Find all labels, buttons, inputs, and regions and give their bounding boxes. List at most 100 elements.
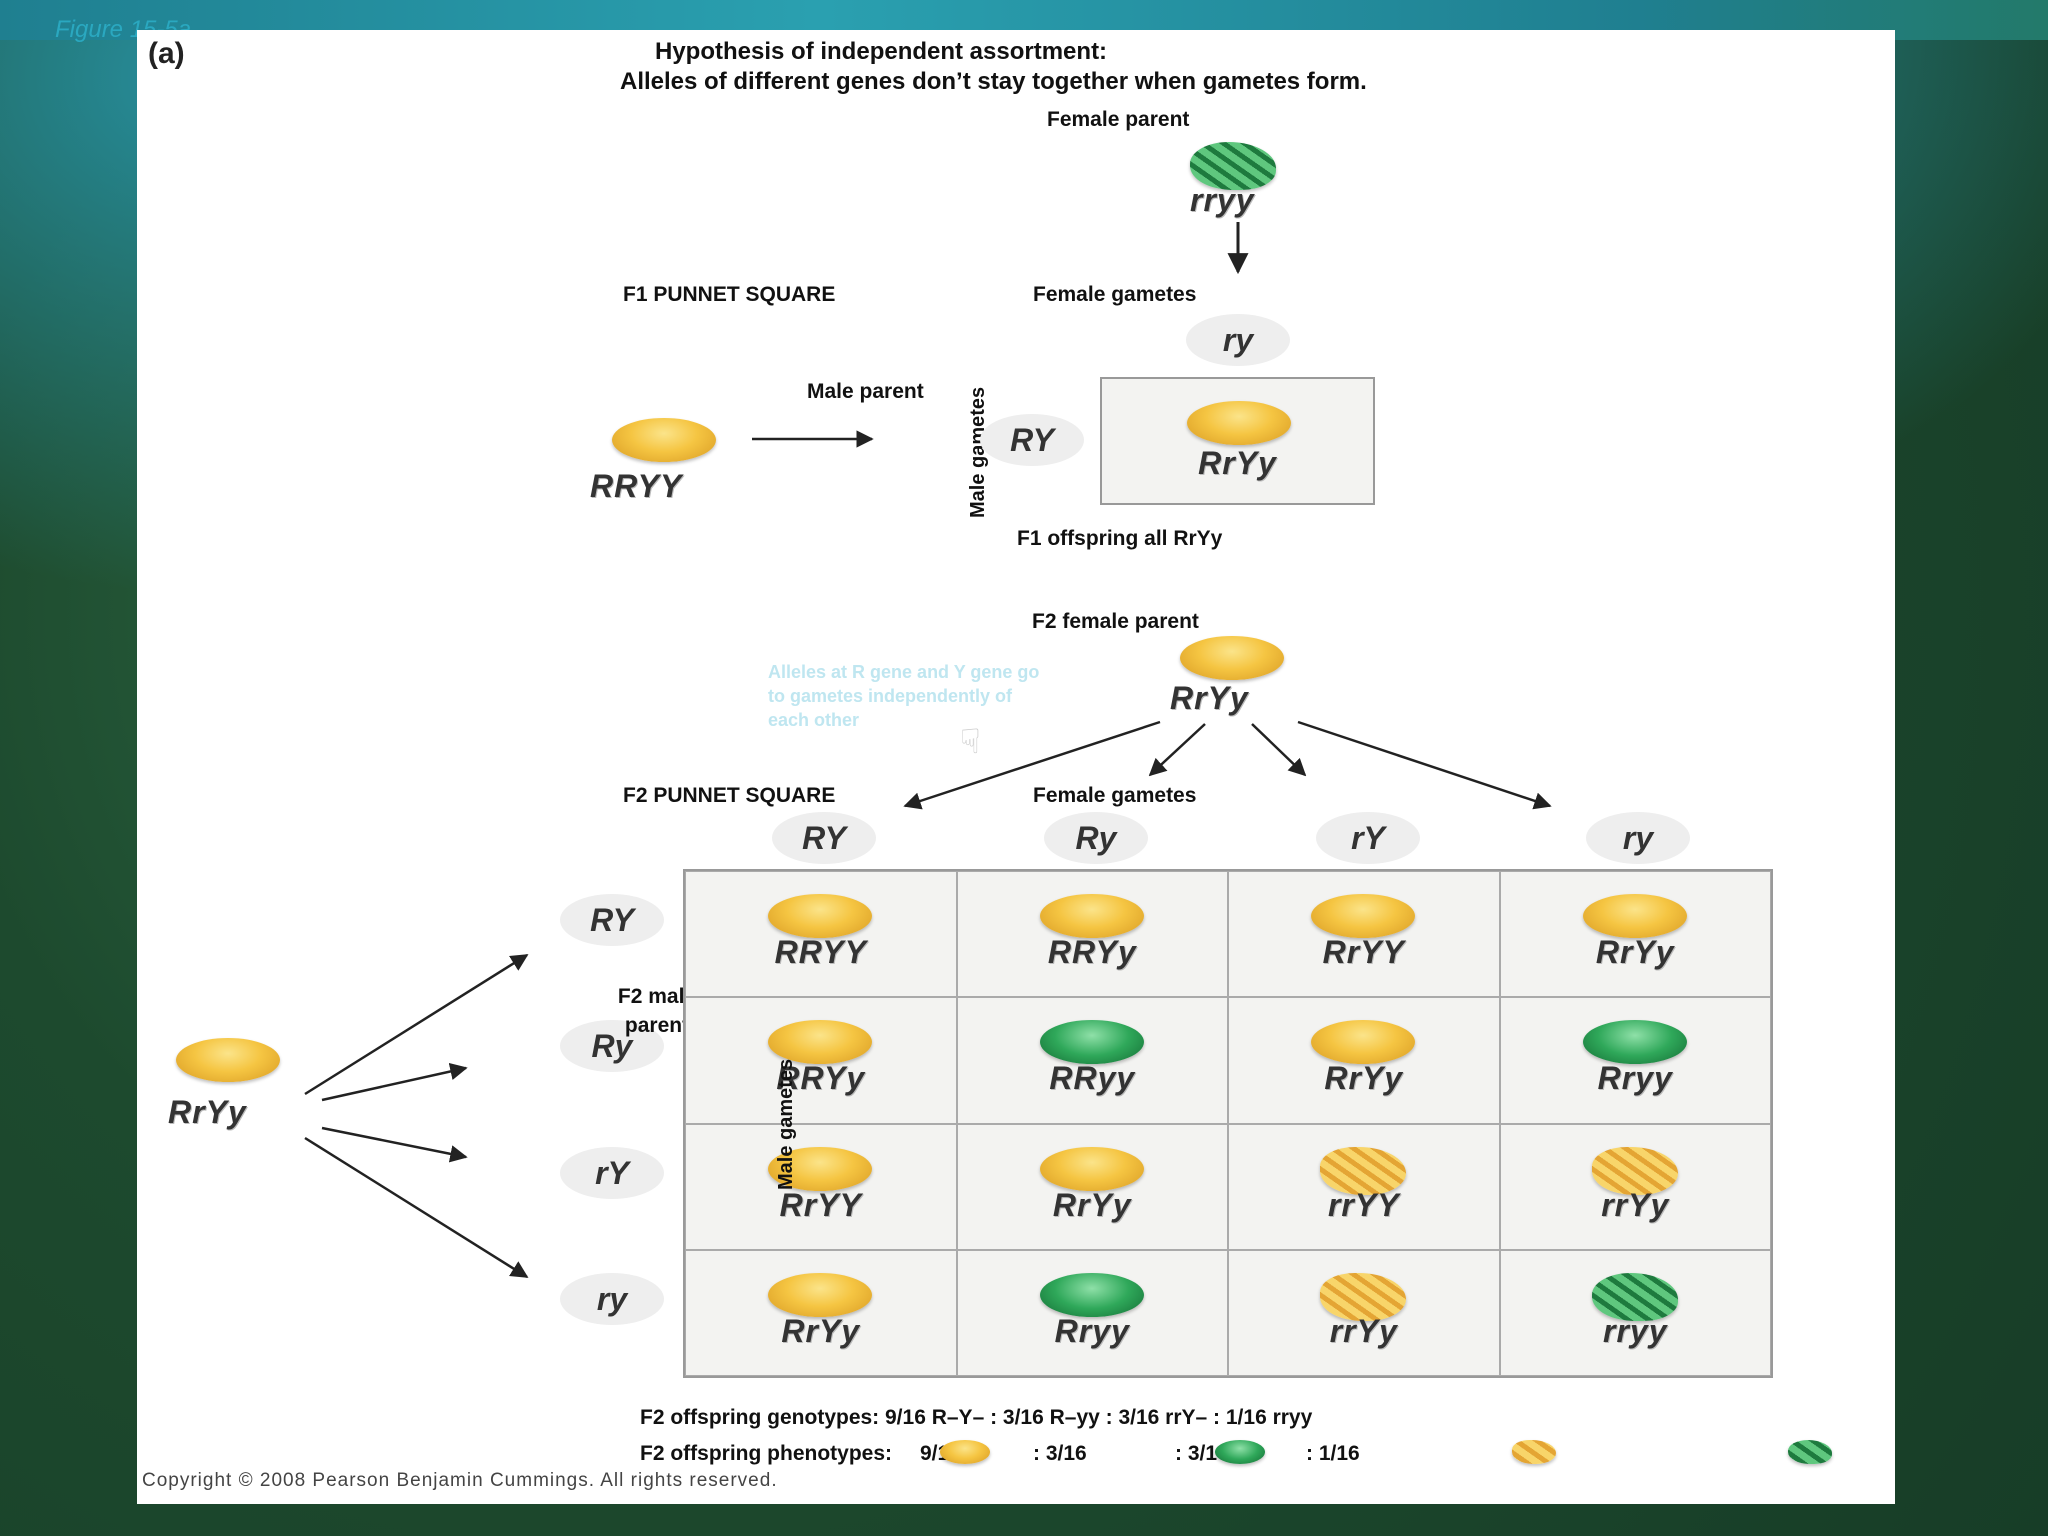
punnett-cell: rryy	[1499, 1249, 1771, 1376]
f2-male-parent-label: F2 male parent	[617, 985, 697, 1037]
cell-genotype: RrYy	[1052, 1186, 1132, 1223]
f2-female-arrow	[903, 720, 1161, 810]
f1-punnett-label: F1 PUNNET SQUARE	[623, 283, 836, 306]
f2-phenotypes-prefix: F2 offspring phenotypes:	[640, 1442, 892, 1465]
cell-genotype: Rryy	[1054, 1312, 1130, 1349]
f2-male-arrow	[321, 1126, 468, 1163]
yellow-round-pea-icon	[1039, 894, 1144, 938]
yellow-wrinkled-pea-icon	[1320, 1146, 1406, 1195]
punnett-cell: RrYy	[1228, 997, 1500, 1124]
yellow-round-pea-icon	[1311, 1020, 1415, 1065]
f2-female-gametes-label: Female gametes	[1033, 784, 1197, 807]
yellow-wrinkled-pea-icon	[1591, 1146, 1678, 1195]
punnett-cell: rrYy	[1499, 1123, 1771, 1250]
f2-male-genotype: RrYy	[168, 1094, 247, 1130]
cell-genotype: RRYy	[1047, 934, 1137, 970]
cell-genotype: rrYY	[1327, 1186, 1400, 1223]
f2-female-genotype: RrYy	[1170, 680, 1249, 716]
f2-female-parent-label: F2 female parent	[1032, 610, 1199, 633]
yellow-round-pea-icon	[1311, 894, 1415, 938]
green-round-pea-icon	[1039, 1272, 1144, 1317]
punnett-cell: RrYy	[1499, 871, 1771, 998]
f1-female-parent-label: Female parent	[1047, 108, 1190, 131]
f2-male-arrow	[304, 1136, 529, 1279]
yellow-round-pea-icon	[768, 894, 872, 938]
green-wrinkled-pea-icon	[1591, 1272, 1678, 1321]
f2-female-gamete: ry	[1586, 812, 1690, 864]
yellow-round-pea-icon	[768, 1020, 872, 1065]
f2-female-arrow	[1148, 723, 1206, 777]
title-line-2: Alleles of different genes don’t stay to…	[620, 68, 1367, 95]
f2-punnett-square: RRYY RRYy RrYY RrYy RRYy RRyy RrYy Rryy …	[683, 869, 1773, 1378]
punnett-cell: Rryy	[1499, 997, 1771, 1124]
cell-genotype: Rryy	[1597, 1060, 1673, 1097]
yellow-wrinkled-pea-icon	[1320, 1272, 1406, 1321]
cell-genotype: rrYy	[1601, 1186, 1670, 1223]
title-line-1: Hypothesis of independent assortment:	[655, 38, 1108, 65]
f1-male-pea-icon	[612, 418, 716, 462]
punnett-cell: RrYY	[1228, 871, 1500, 998]
punnett-cell: RRyy	[956, 997, 1228, 1124]
cell-genotype: RRYY	[774, 934, 867, 970]
f2-male-gamete: ry	[560, 1273, 664, 1325]
copyright-text: Copyright © 2008 Pearson Benjamin Cummin…	[142, 1470, 778, 1491]
yellow-round-pea-icon	[768, 1146, 872, 1191]
cell-genotype: RrYY	[779, 1186, 862, 1223]
punnett-cell: Rryy	[956, 1249, 1228, 1376]
f2-female-gamete: Ry	[1044, 812, 1148, 864]
f2-male-gamete: Ry	[560, 1020, 664, 1072]
cell-genotype: rryy	[1603, 1312, 1668, 1349]
yellow-round-pea-icon	[768, 1272, 872, 1317]
cell-genotype: RrYY	[1322, 934, 1405, 970]
pointing-hand-icon: ☟	[960, 723, 981, 761]
f2-female-arrow	[1251, 723, 1307, 777]
cell-genotype: RrYy	[781, 1312, 861, 1349]
cell-genotype: rrYy	[1329, 1312, 1398, 1349]
f2-male-gamete: RY	[560, 894, 664, 946]
phenotype-ratio: : 1/16	[1306, 1442, 1360, 1465]
f2-female-pea-icon	[1180, 636, 1284, 680]
phenotype-ratio: : 3/16	[1033, 1442, 1087, 1465]
f2-male-pea-icon	[176, 1038, 280, 1082]
cell-genotype: RrYy	[1324, 1060, 1404, 1097]
yellow-wrinkled-pea-icon	[1512, 1440, 1556, 1464]
yellow-round-pea-icon	[940, 1440, 990, 1464]
cell-genotype: RrYy	[1595, 934, 1675, 970]
punnett-cell: RRYy	[685, 997, 957, 1124]
f2-female-arrow	[1297, 720, 1552, 810]
f1-female-genotype: rryy	[1190, 182, 1255, 218]
yellow-round-pea-icon	[1039, 1146, 1144, 1191]
punnett-cell: rrYY	[1228, 1123, 1500, 1250]
f1-male-parent-label: Male parent	[807, 380, 924, 403]
punnett-cell: RrYy	[685, 1249, 957, 1376]
f2-genotypes-text: F2 offspring genotypes: 9/16 R–Y– : 3/16…	[640, 1406, 1313, 1429]
f1-female-gametes-label: Female gametes	[1033, 283, 1197, 306]
f1-offspring-text: F1 offspring all RrYy	[1017, 527, 1223, 550]
f2-female-gamete: RY	[772, 812, 876, 864]
panel-label: (a)	[148, 37, 185, 70]
f2-male-arrow	[304, 953, 529, 1096]
punnett-cell: rrYy	[1228, 1249, 1500, 1376]
f1-male-genotype: RRYY	[590, 468, 683, 504]
cell-genotype: RRyy	[1049, 1060, 1136, 1097]
f1-offspring-pea-icon	[1187, 401, 1291, 445]
assortment-note: Alleles at R gene and Y gene go to gamet…	[768, 662, 1040, 730]
f1-male-gamete: RY	[980, 414, 1084, 466]
punnett-cell: RRYy	[956, 871, 1228, 998]
f1-offspring-genotype: RrYy	[1198, 445, 1277, 481]
green-round-pea-icon	[1582, 1020, 1687, 1065]
punnett-cell: RrYY	[685, 1123, 957, 1250]
f1-punnett-square: RrYy	[1100, 377, 1375, 505]
f2-punnett-label: F2 PUNNET SQUARE	[623, 784, 836, 807]
f1-female-gamete: ry	[1186, 314, 1290, 366]
f1-female-pea-icon	[1190, 142, 1276, 190]
f2-male-gamete: rY	[560, 1147, 664, 1199]
punnett-cell: RrYy	[956, 1123, 1228, 1250]
f2-female-gamete: rY	[1316, 812, 1420, 864]
cell-genotype: RRYy	[776, 1060, 866, 1097]
green-round-pea-icon	[1039, 1020, 1144, 1065]
yellow-round-pea-icon	[1582, 894, 1687, 938]
punnett-cell: RRYY	[685, 871, 957, 998]
f2-male-arrow	[321, 1062, 468, 1102]
